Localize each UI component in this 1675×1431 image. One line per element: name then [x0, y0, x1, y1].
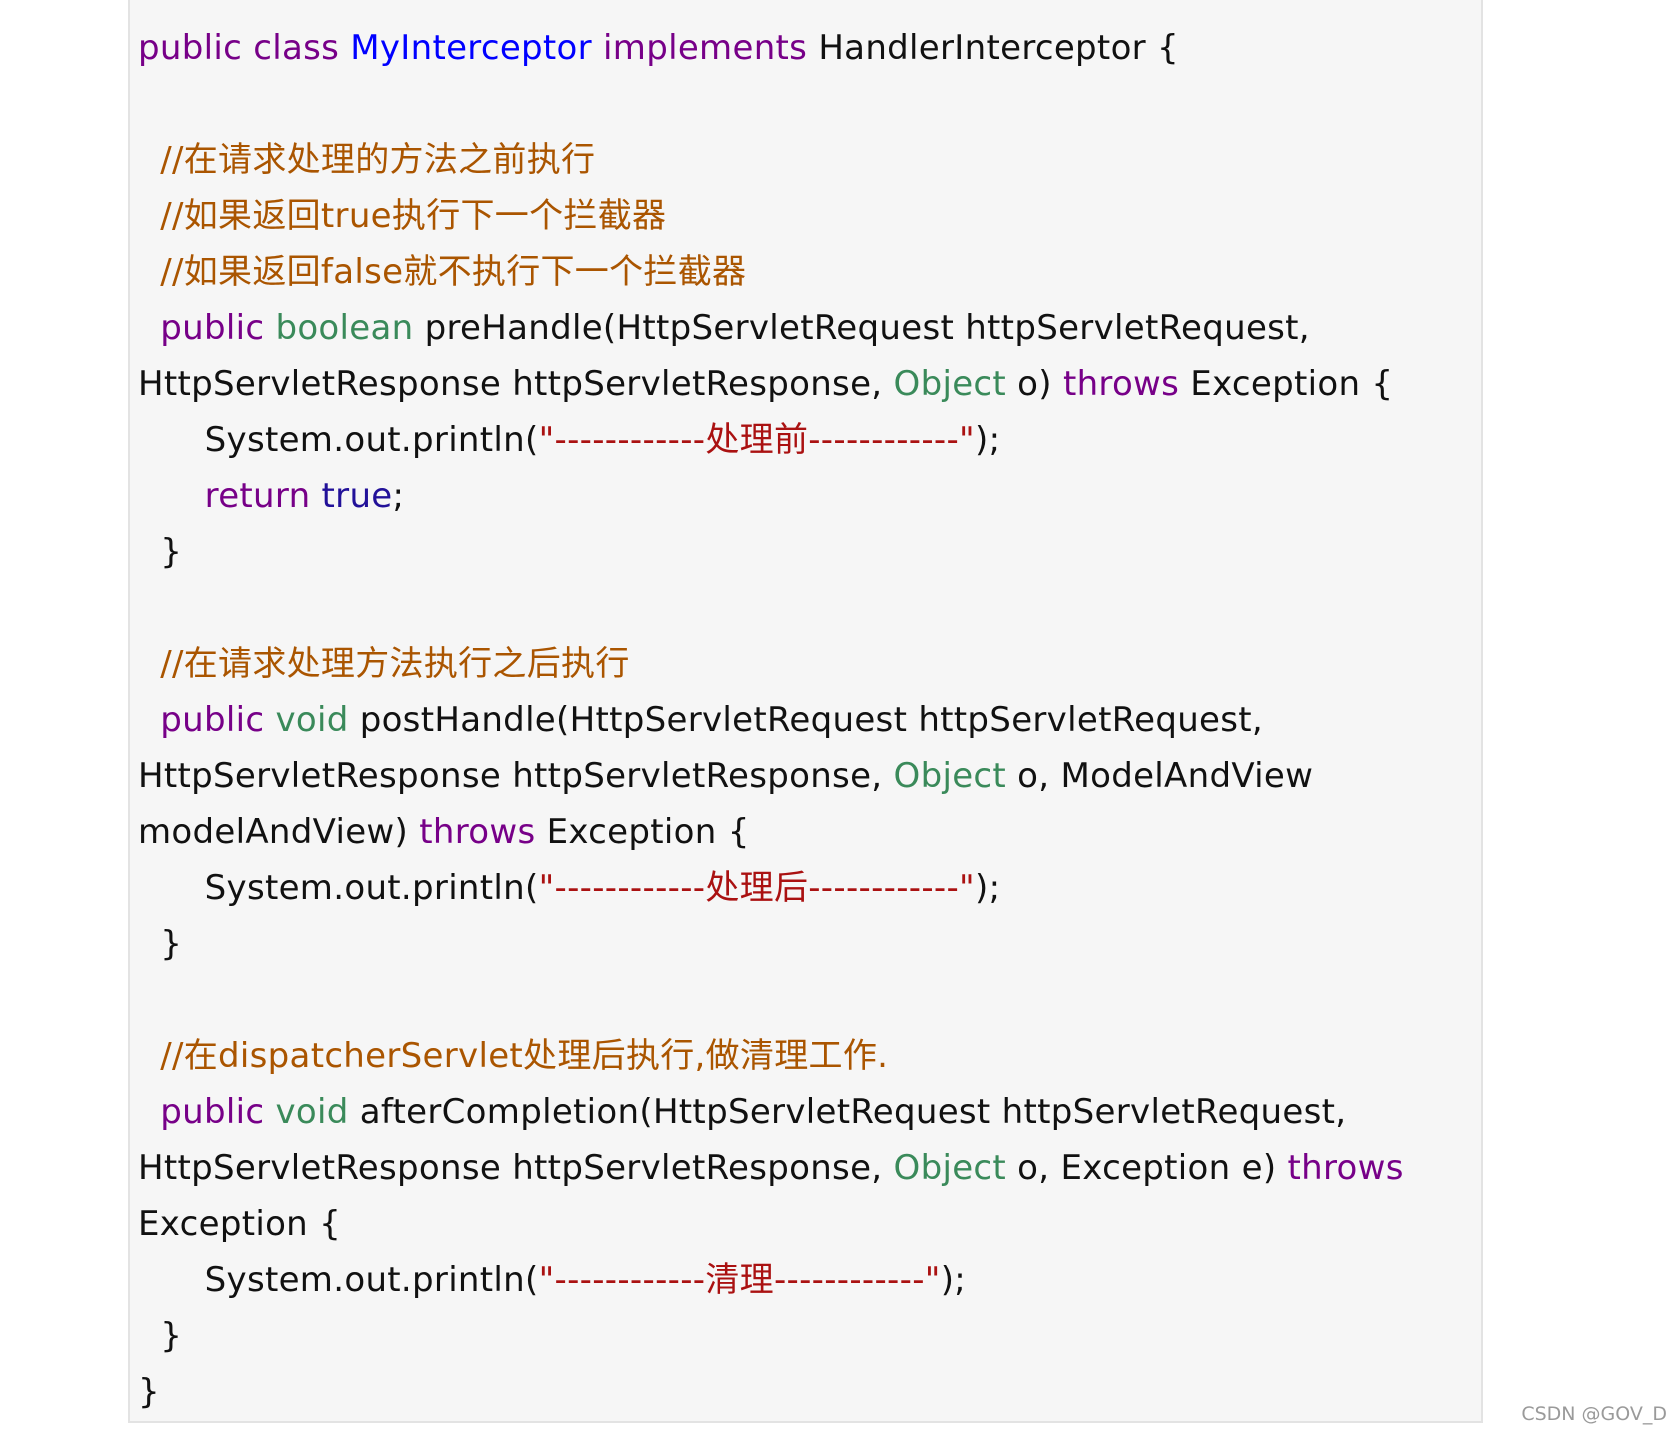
code-token-plain: ); — [940, 1260, 967, 1300]
code-line: } — [138, 524, 1404, 580]
code-line: HttpServletResponse httpServletResponse,… — [138, 748, 1404, 804]
code-token-plain — [138, 308, 160, 348]
code-line: System.out.println("------------处理前-----… — [138, 412, 1404, 468]
code-token-plain — [138, 700, 160, 740]
code-token-comment: //在请求处理方法执行之后执行 — [160, 644, 630, 684]
code-line: public void postHandle(HttpServletReques… — [138, 692, 1404, 748]
code-token-plain: ); — [975, 868, 1001, 908]
code-token-plain: HandlerInterceptor { — [818, 28, 1179, 68]
code-line: System.out.println("------------清理------… — [138, 1252, 1404, 1308]
code-token-comment: //在请求处理的方法之前执行 — [160, 140, 596, 180]
code-token-plain: } — [138, 924, 183, 964]
code-line: public void afterCompletion(HttpServletR… — [138, 1084, 1404, 1140]
code-token-plain: HttpServletResponse httpServletResponse, — [138, 364, 894, 404]
code-token-plain: ); — [975, 420, 1001, 460]
code-block — [128, 0, 1483, 1423]
code-token-plain: HttpServletResponse httpServletResponse, — [138, 756, 894, 796]
code-token-string: "------------清理------------" — [538, 1260, 941, 1300]
watermark: CSDN @GOV_D — [1521, 1403, 1667, 1425]
code-token-plain: } — [138, 1316, 183, 1356]
code-line: HttpServletResponse httpServletResponse,… — [138, 1140, 1404, 1196]
code-token-plain: HttpServletResponse httpServletResponse, — [138, 1148, 894, 1188]
code-token-plain: System.out.println( — [138, 1260, 539, 1300]
code-token-plain — [138, 1036, 160, 1076]
code-token-plain: o) — [1017, 364, 1063, 404]
code-token-plain: } — [138, 1372, 160, 1412]
code-token-kw: public class — [138, 28, 351, 68]
code-token-plain — [138, 476, 205, 516]
code-token-plain — [138, 644, 160, 684]
code-line: //在请求处理方法执行之后执行 — [138, 636, 1404, 692]
code-line: //在请求处理的方法之前执行 — [138, 132, 1404, 188]
code-token-type: boolean — [275, 308, 425, 348]
code-token-kw: throws — [1287, 1148, 1404, 1188]
code-line: HttpServletResponse httpServletResponse,… — [138, 356, 1404, 412]
code-token-type: void — [275, 700, 360, 740]
code-token-def: MyInterceptor — [350, 28, 604, 68]
code-token-plain: ; — [392, 476, 405, 516]
code-line: } — [138, 1308, 1404, 1364]
code-token-string: "------------处理前------------" — [538, 420, 976, 460]
code-token-plain: o, Exception e) — [1017, 1148, 1288, 1188]
code-line: //如果返回false就不执行下一个拦截器 — [138, 244, 1404, 300]
code-token-comment: //在dispatcherServlet处理后执行,做清理工作. — [160, 1036, 889, 1076]
code-token-plain: } — [138, 532, 183, 572]
code-token-kw: implements — [603, 28, 819, 68]
code-token-kw: public — [160, 308, 276, 348]
code-token-plain: afterCompletion(HttpServletRequest httpS… — [359, 1092, 1347, 1132]
code-token-kw: throws — [1062, 364, 1191, 404]
code-token-plain: System.out.println( — [138, 868, 539, 908]
code-line: public class MyInterceptor implements Ha… — [138, 20, 1404, 76]
code-token-plain: Exception { — [1190, 364, 1394, 404]
code-line: modelAndView) throws Exception { — [138, 804, 1404, 860]
code-line — [138, 76, 1404, 132]
code-token-comment: //如果返回true执行下一个拦截器 — [160, 196, 667, 236]
code-token-plain: System.out.println( — [138, 420, 539, 460]
code-line — [138, 580, 1404, 636]
code-token-kw: return — [204, 476, 322, 516]
code-line: } — [138, 916, 1404, 972]
code-token-kw: public — [160, 1092, 276, 1132]
code-token-plain: Exception { — [546, 812, 750, 852]
code-token-kw: throws — [419, 812, 547, 852]
code-token-plain: o, ModelAndView — [1017, 756, 1314, 796]
code-token-plain — [138, 252, 160, 292]
code-line: public boolean preHandle(HttpServletRequ… — [138, 300, 1404, 356]
code-token-plain: modelAndView) — [138, 812, 420, 852]
code-token-type: void — [275, 1092, 360, 1132]
code-token-plain: preHandle(HttpServletRequest httpServlet… — [424, 308, 1310, 348]
code-token-plain — [138, 196, 160, 236]
code-token-type: Object — [893, 1148, 1018, 1188]
code-line — [138, 972, 1404, 1028]
code-content: public class MyInterceptor implements Ha… — [138, 20, 1404, 1420]
code-line: //在dispatcherServlet处理后执行,做清理工作. — [138, 1028, 1404, 1084]
code-token-atom: true — [321, 476, 393, 516]
code-line: System.out.println("------------处理后-----… — [138, 860, 1404, 916]
code-line: return true; — [138, 468, 1404, 524]
code-token-plain — [138, 140, 160, 180]
code-line: Exception { — [138, 1196, 1404, 1252]
code-token-plain: Exception { — [138, 1204, 342, 1244]
code-token-type: Object — [893, 364, 1018, 404]
code-token-kw: public — [160, 700, 276, 740]
code-line: //如果返回true执行下一个拦截器 — [138, 188, 1404, 244]
code-token-type: Object — [893, 756, 1018, 796]
code-token-plain — [138, 1092, 160, 1132]
code-token-plain: postHandle(HttpServletRequest httpServle… — [359, 700, 1264, 740]
code-token-comment: //如果返回false就不执行下一个拦截器 — [160, 252, 747, 292]
code-token-string: "------------处理后------------" — [538, 868, 976, 908]
code-line: } — [138, 1364, 1404, 1420]
